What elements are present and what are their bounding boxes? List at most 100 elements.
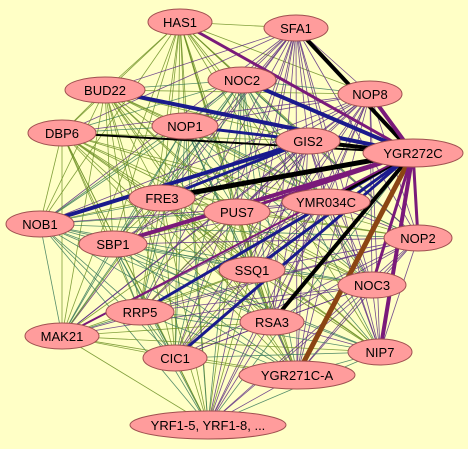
node-nop1[interactable]: NOP1	[151, 112, 219, 140]
edge-nop2-nip7	[379, 237, 419, 353]
edge-nob1-rrp5	[39, 223, 141, 313]
edge-nop1-rrp5	[139, 125, 186, 313]
edge-noc3-mak21	[61, 284, 373, 337]
node-label: FRE3	[145, 191, 178, 206]
node-label: NOP2	[400, 231, 435, 246]
node-label: SBP1	[96, 237, 129, 252]
edge-nop8-sbp1	[112, 93, 371, 245]
edge-ymr034c-nob1	[39, 201, 327, 225]
node-label: NOB1	[22, 217, 57, 232]
edge-sfa1-noc3	[295, 27, 373, 286]
edge-ssq1-nip7	[251, 269, 381, 353]
node-bud22[interactable]: BUD22	[64, 76, 146, 104]
node-ygr271c-a[interactable]: YGR271C-A	[238, 360, 356, 390]
edge-pus7-cic1	[174, 211, 238, 359]
node-nip7[interactable]: NIP7	[347, 338, 413, 366]
edge-has1-sbp1	[112, 21, 181, 245]
edge-nop1-mak21	[61, 125, 186, 337]
node-label: HAS1	[163, 15, 197, 30]
node-label: NIP7	[366, 345, 395, 360]
edge-nop1-sbp1	[112, 125, 186, 245]
node-has1[interactable]: HAS1	[147, 8, 213, 36]
node-ellipse	[281, 188, 371, 216]
node-ssq1[interactable]: SSQ1	[218, 256, 286, 284]
node-ellipse	[275, 127, 341, 155]
node-ellipse	[5, 210, 75, 238]
node-sbp1[interactable]: SBP1	[78, 230, 148, 258]
node-label: YGR271C-A	[261, 368, 334, 383]
edge-fre3-mak21	[61, 197, 163, 337]
node-pus7[interactable]: PUS7	[203, 198, 271, 226]
node-ellipse	[218, 256, 286, 284]
strong-edge-rsa3-ygr272c	[270, 151, 415, 324]
node-ymr034c[interactable]: YMR034C	[281, 188, 371, 216]
node-dbp6[interactable]: DBP6	[27, 119, 97, 147]
node-nob1[interactable]: NOB1	[5, 210, 75, 238]
node-label: NOP8	[352, 87, 387, 102]
edge-nop2-yrf1	[207, 237, 419, 426]
node-label: NOC3	[354, 278, 390, 293]
strong-edge-cic1-ygr272c	[173, 151, 415, 360]
edge-sfa1-fre3	[161, 27, 297, 199]
node-ellipse	[362, 138, 464, 168]
strong-edge-noc2-ygr272c	[240, 78, 415, 155]
node-label: BUD22	[84, 83, 126, 98]
edge-nob1-cic1	[39, 223, 176, 359]
edge-sfa1-bud22	[104, 27, 297, 91]
edge-sfa1-ymr034c	[295, 27, 327, 203]
node-ellipse	[263, 14, 329, 42]
edge-fre3-yrf1	[161, 197, 209, 426]
node-label: NOP1	[167, 119, 202, 134]
node-ellipse	[347, 338, 413, 366]
edge-fre3-ygr271c-a	[161, 197, 298, 376]
strong-edge-nob1-gis2	[38, 139, 310, 226]
node-sfa1[interactable]: SFA1	[263, 14, 329, 42]
node-rrp5[interactable]: RRP5	[105, 298, 175, 326]
node-ellipse	[203, 198, 271, 226]
edge-gis2-nip7	[307, 140, 381, 353]
edge-dbp6-sbp1	[61, 132, 114, 245]
edge-gis2-sbp1	[112, 140, 309, 245]
node-label: RRP5	[123, 305, 158, 320]
node-label: PUS7	[220, 205, 254, 220]
edge-noc2-dbp6	[61, 79, 243, 134]
node-fre3[interactable]: FRE3	[128, 184, 196, 212]
node-label: MAK21	[41, 329, 84, 344]
edge-nop1-nob1	[39, 125, 186, 225]
edge-noc2-yrf1	[207, 79, 243, 426]
node-cic1[interactable]: CIC1	[142, 344, 208, 372]
node-nop2[interactable]: NOP2	[383, 224, 453, 252]
edge-pus7-mak21	[61, 211, 238, 337]
node-rsa3[interactable]: RSA3	[239, 308, 305, 336]
node-label: YMR034C	[296, 195, 356, 210]
node-ellipse	[78, 230, 148, 258]
node-yrf1[interactable]: YRF1-5, YRF1-8, ...	[129, 410, 287, 440]
node-ellipse	[238, 360, 356, 390]
strong-edge-ygr271c-a-ygr272c	[294, 150, 416, 378]
node-ygr272c[interactable]: YGR272C	[362, 138, 464, 168]
edge-noc3-ygr271c-a	[296, 284, 373, 376]
strong-edge-sbp1-ygr272c	[111, 151, 415, 246]
edge-nop2-ygr271c-a	[296, 237, 419, 376]
node-noc2[interactable]: NOC2	[207, 66, 277, 94]
edge-dbp6-ymr034c	[61, 132, 327, 203]
node-noc3[interactable]: NOC3	[337, 271, 407, 299]
edge-gis2-ygr271c-a	[296, 140, 309, 376]
node-gis2[interactable]: GIS2	[275, 127, 341, 155]
node-ellipse	[24, 322, 100, 350]
node-label: RSA3	[255, 315, 289, 330]
node-ellipse	[337, 271, 407, 299]
node-ellipse	[27, 119, 97, 147]
edge-nob1-rsa3	[39, 223, 273, 323]
node-ellipse	[105, 298, 175, 326]
node-nop8[interactable]: NOP8	[337, 80, 403, 108]
strong-edge-dbp6-ygr272c	[61, 132, 414, 154]
edge-nip7-cic1	[174, 351, 381, 359]
node-label: SFA1	[280, 21, 312, 36]
edge-bud22-ymr034c	[104, 89, 327, 203]
edge-has1-mak21	[61, 21, 181, 337]
node-mak21[interactable]: MAK21	[24, 322, 100, 350]
edge-pus7-rrp5	[139, 211, 238, 313]
edge-has1-nop8	[179, 21, 371, 95]
